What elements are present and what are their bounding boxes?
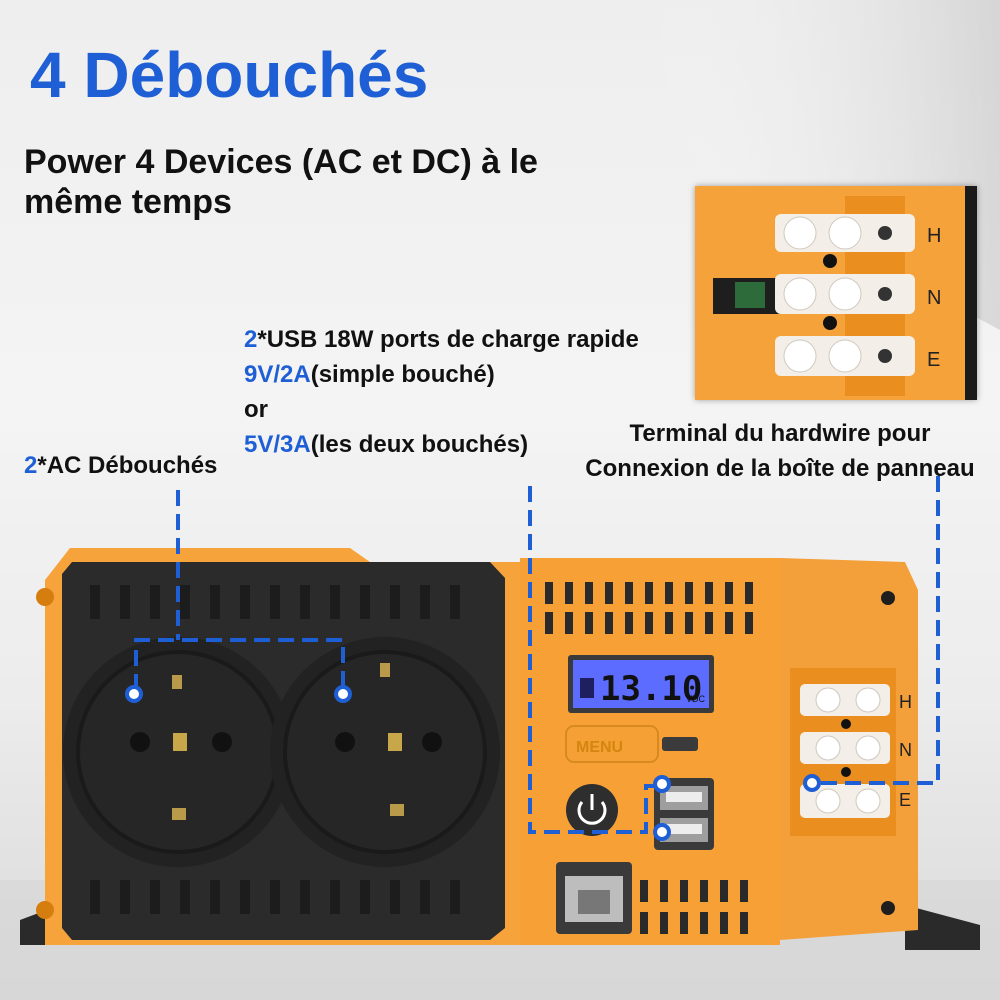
lcd-display: 13.10 VDC — [568, 655, 714, 713]
battery-icon — [580, 678, 594, 698]
usb-callout-line1: 2*USB 18W ports de charge rapide — [244, 326, 639, 353]
terminal-label-e: E — [899, 790, 911, 810]
usb-callout-line — [528, 486, 662, 834]
vent-slots — [90, 585, 460, 914]
page-subtitle: Power 4 Devices (AC et DC) à le même tem… — [24, 143, 538, 221]
control-vents — [545, 582, 753, 934]
ac-callout: 2*AC Débouchés — [24, 452, 218, 479]
rj45-port[interactable] — [556, 862, 632, 934]
right-foot — [905, 905, 980, 950]
menu-button[interactable]: MENU — [565, 725, 659, 763]
lcd-value: 13.10 — [600, 669, 702, 709]
menu-label: MENU — [576, 739, 623, 756]
closeup-row-n — [775, 274, 915, 314]
closeup-row-h — [775, 214, 915, 252]
terminal-callout-line — [812, 476, 940, 785]
terminal-closeup-inset: H N E — [695, 186, 977, 400]
closeup-label-n: N — [927, 287, 941, 309]
status-indicator — [662, 737, 698, 751]
callout-dots — [125, 685, 821, 841]
terminal-label-h: H — [899, 692, 912, 712]
lcd-unit: VDC — [686, 694, 706, 704]
power-button[interactable] — [566, 784, 618, 836]
terminal-label-n: N — [899, 740, 912, 760]
terminal-closeup-drawing: H N E — [695, 186, 977, 400]
ac-callout-line — [134, 490, 345, 690]
callout-lines — [134, 476, 940, 834]
page-title: 4 Débouchés — [30, 39, 429, 111]
usb-callout-line2: 9V/2A(simple bouché) — [244, 361, 495, 388]
closeup-row-e — [775, 336, 915, 376]
closeup-label-h: H — [927, 225, 941, 247]
ac-outlet-1[interactable] — [63, 637, 293, 867]
usb-callout-line4: 5V/3A(les deux bouchés) — [244, 431, 529, 458]
usb-callout-line3: or — [244, 396, 268, 423]
terminal-callout: Terminal du hardwire pour Connexion de l… — [585, 420, 975, 482]
terminal-block: H N E — [790, 591, 912, 915]
usb-callout: 2*USB 18W ports de charge rapide 9V/2A(s… — [244, 322, 704, 462]
ac-outlet-2[interactable] — [270, 637, 500, 867]
closeup-label-e: E — [927, 349, 940, 371]
